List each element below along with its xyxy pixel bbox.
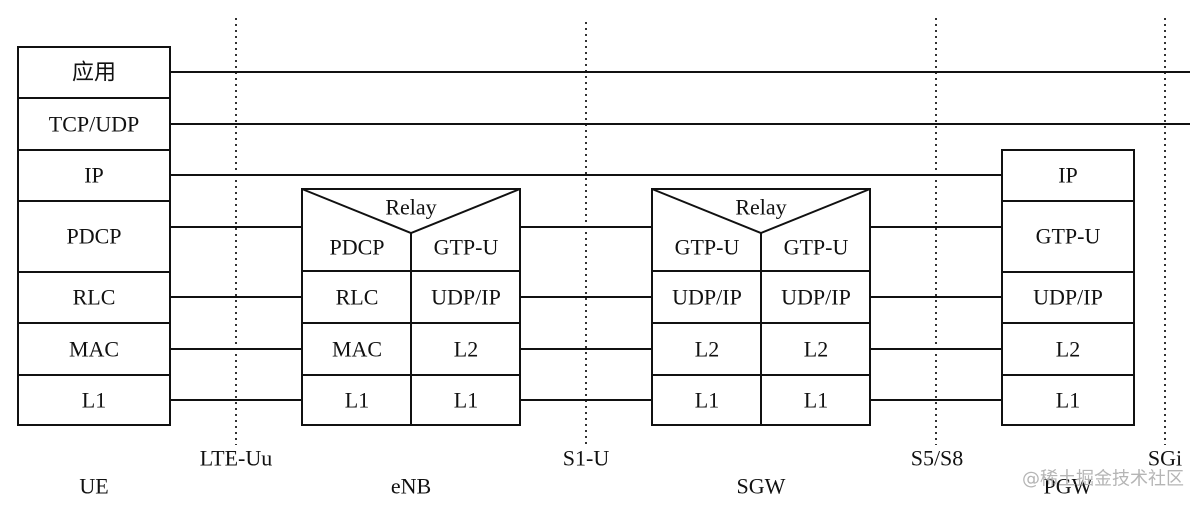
- ue-layer-mac: MAC: [69, 337, 119, 362]
- ue-layer-box: [17, 46, 171, 99]
- interface-label-lte-uu: LTE-Uu: [200, 446, 273, 471]
- enb-right-l2: L2: [454, 337, 478, 362]
- sgw-left-gtpu: GTP-U: [675, 235, 740, 260]
- sgw-left-udpip: UDP/IP: [672, 285, 742, 310]
- ue-stack: 应用 TCP/UDP IP PDCP RLC MAC L1: [17, 46, 171, 426]
- sgw-right-l1: L1: [804, 388, 828, 413]
- ue-layer-pdcp: PDCP: [66, 224, 121, 249]
- pgw-layer-box: [1001, 271, 1135, 324]
- sgw-left-l1: L1: [695, 388, 719, 413]
- ue-layer-ip: IP: [84, 163, 104, 188]
- pgw-layer-ip: IP: [1058, 163, 1078, 188]
- pgw-layer-gtpu: GTP-U: [1036, 224, 1101, 249]
- node-label-pgw: PGW: [1044, 474, 1093, 499]
- sgw-relay-label: Relay: [735, 195, 786, 220]
- ue-layer-tcp-udp: TCP/UDP: [49, 112, 139, 137]
- ue-layer-box: [17, 149, 171, 202]
- watermark: @稀土掘金技术社区: [1022, 469, 1184, 490]
- node-label-ue: UE: [79, 474, 108, 499]
- ue-layer-l1: L1: [82, 388, 106, 413]
- ue-layer-app: 应用: [72, 60, 116, 85]
- ue-layer-box: [17, 374, 171, 426]
- enb-relay-label: Relay: [385, 195, 436, 220]
- pgw-layer-l2: L2: [1056, 337, 1080, 362]
- enb-right-l1: L1: [454, 388, 478, 413]
- sgw-right-udpip: UDP/IP: [781, 285, 851, 310]
- interface-label-sgi: SGi: [1148, 446, 1182, 471]
- node-label-sgw: SGW: [737, 474, 786, 499]
- node-label-enb: eNB: [391, 474, 431, 499]
- interface-label-s5-s8: S5/S8: [911, 446, 964, 471]
- enb-left-pdcp: PDCP: [329, 235, 384, 260]
- enb-right-udpip: UDP/IP: [431, 285, 501, 310]
- pgw-layer-box: [1001, 374, 1135, 426]
- enb-right-gtpu: GTP-U: [434, 235, 499, 260]
- interface-label-s1-u: S1-U: [563, 446, 610, 471]
- sgw-right-gtpu: GTP-U: [784, 235, 849, 260]
- pgw-layer-l1: L1: [1056, 388, 1080, 413]
- pgw-layer-box: [1001, 149, 1135, 202]
- sgw-right-l2: L2: [804, 337, 828, 362]
- ue-layer-rlc: RLC: [73, 285, 116, 310]
- enb-left-l1: L1: [345, 388, 369, 413]
- ue-layer-box: [17, 322, 171, 376]
- enb-stack: Relay PDCP RLC MAC L1 GTP-U UDP/IP L2 L1: [301, 188, 521, 426]
- sgw-left-l2: L2: [695, 337, 719, 362]
- sgw-stack: Relay GTP-U UDP/IP L2 L1 GTP-U UDP/IP L2…: [651, 188, 871, 426]
- pgw-layer-box: [1001, 322, 1135, 376]
- enb-left-rlc: RLC: [336, 285, 379, 310]
- pgw-layer-udpip: UDP/IP: [1033, 285, 1103, 310]
- pgw-layer-box: [1001, 200, 1135, 273]
- enb-left-mac: MAC: [332, 337, 382, 362]
- pgw-stack: IP GTP-U UDP/IP L2 L1: [1001, 149, 1135, 426]
